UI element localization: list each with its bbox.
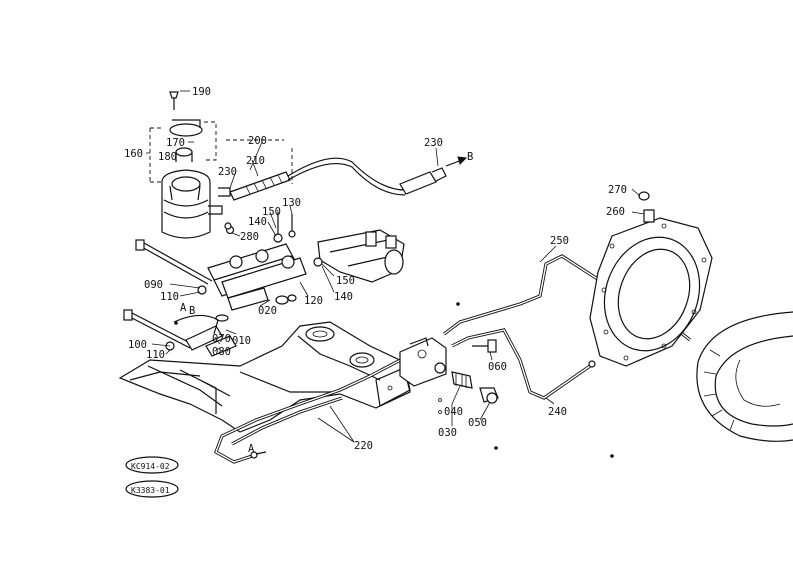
label-080: 080	[212, 346, 231, 358]
label-020: 020	[258, 305, 277, 317]
label-010: 010	[232, 335, 251, 347]
valve-block	[399, 337, 499, 414]
brake-pipe-240	[451, 328, 596, 400]
label-210: 210	[246, 155, 265, 167]
label-100: 100	[128, 339, 147, 351]
label-220: 220	[354, 440, 373, 452]
label-140b: 140	[334, 291, 353, 303]
label-150a: 150	[262, 206, 281, 218]
master-cylinder	[123, 212, 405, 357]
label-240: 240	[548, 406, 567, 418]
label-260: 260	[606, 206, 625, 218]
label-160: 160	[124, 148, 143, 160]
stamp-k3383-01: K3383-01	[131, 486, 170, 495]
reservoir-assembly	[149, 91, 235, 239]
label-230b: 230	[424, 137, 443, 149]
label-050: 050	[468, 417, 487, 429]
label-170: 170	[166, 137, 185, 149]
label-270: 270	[608, 184, 627, 196]
label-280: 280	[240, 231, 259, 243]
label-130: 130	[282, 197, 301, 209]
label-180: 180	[158, 151, 177, 163]
label-040: 040	[444, 406, 463, 418]
label-070: 070	[212, 333, 231, 345]
label-090: 090	[144, 279, 163, 291]
frame	[118, 321, 411, 433]
label-B: B	[467, 151, 473, 163]
label-B1: B	[189, 305, 195, 317]
markers	[174, 302, 614, 458]
label-060: 060	[488, 361, 507, 373]
stamp-kc914-02: KC914-02	[131, 462, 170, 471]
label-A2: A	[248, 443, 255, 455]
label-250: 250	[550, 235, 569, 247]
brake-housing	[589, 191, 713, 367]
brake-pipe-220	[214, 352, 413, 464]
label-110b: 110	[146, 349, 165, 361]
label-140a: 140	[248, 216, 267, 228]
return-hose	[218, 139, 468, 201]
label-120: 120	[304, 295, 323, 307]
wheel-partial	[696, 311, 793, 442]
label-030: 030	[438, 427, 457, 439]
label-110a: 110	[160, 291, 179, 303]
part-labels: 190 170 160 180 200 210 230 230 B 150 13…	[124, 86, 627, 455]
label-A1: A	[180, 302, 187, 314]
label-200: 200	[248, 135, 267, 147]
label-190: 190	[192, 86, 211, 98]
label-150b: 150	[336, 275, 355, 287]
reference-stamps: KC914-02 K3383-01	[125, 456, 179, 498]
leader-lines	[146, 90, 645, 443]
label-230a: 230	[218, 166, 237, 178]
